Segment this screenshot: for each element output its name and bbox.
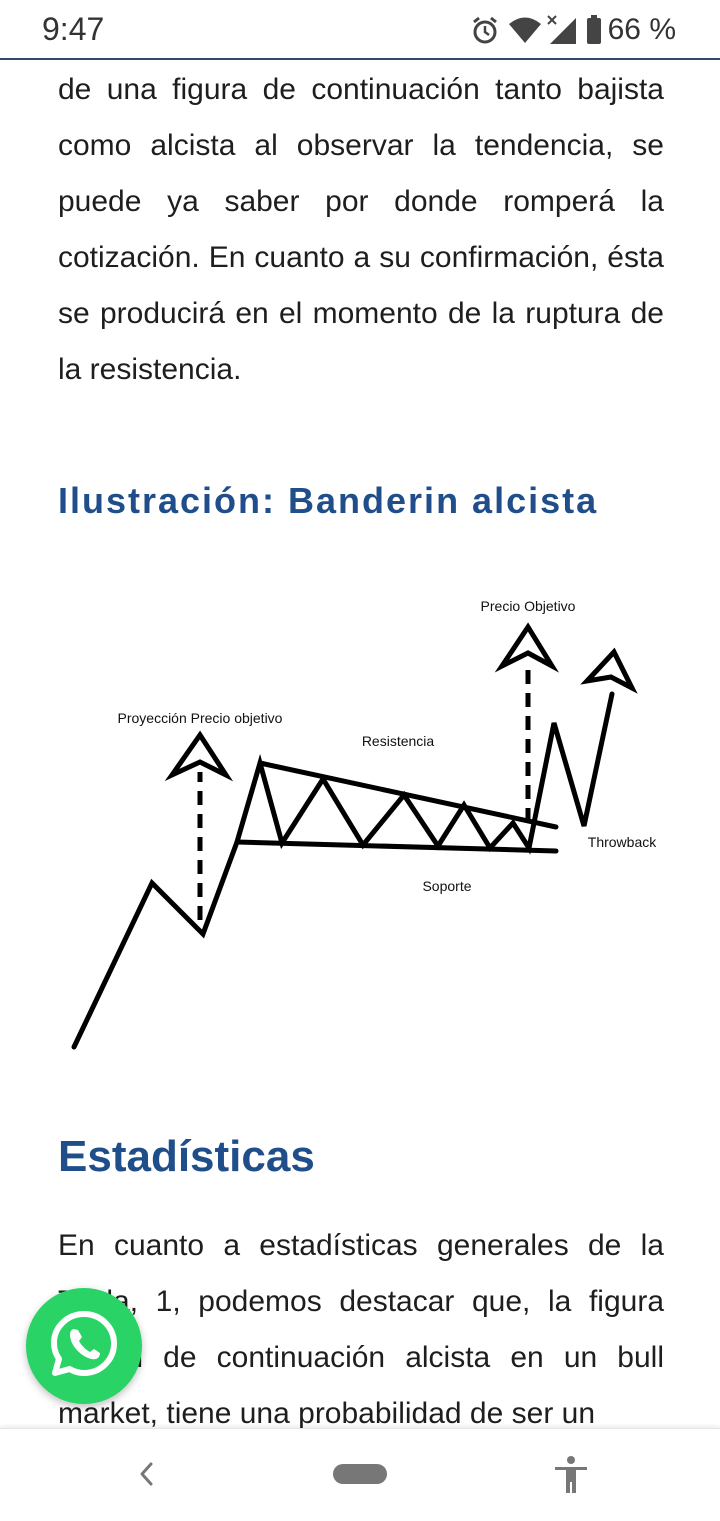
home-pill[interactable] [333,1464,387,1484]
projection-arrowhead [164,730,234,782]
figure-caption: Ilustración: Banderin alcista [58,480,599,521]
status-bar: 9:47 66 % [0,0,720,60]
label-throwback: Throwback [588,834,657,850]
navigation-bar [0,1428,720,1521]
price-line [71,691,615,1050]
whatsapp-icon [48,1308,120,1385]
whatsapp-button[interactable] [26,1288,142,1404]
back-icon[interactable] [132,1459,162,1494]
target-arrowhead [494,622,560,673]
label-support: Soporte [422,878,471,894]
battery-percent: 66 % [607,13,676,46]
label-projection: Proyección Precio objetivo [118,710,283,726]
resistance-line [257,760,559,830]
accessibility-icon[interactable] [552,1455,590,1500]
section-heading: Estadísticas [58,1132,315,1181]
article-paragraph: de una figura de continuación tanto baji… [58,73,664,386]
signal-icon [546,14,578,46]
status-icons: 66 % [470,12,676,48]
wifi-icon [508,15,542,45]
label-target-price: Precio Objetivo [481,598,576,614]
breakout-arrowhead [580,647,638,694]
pennant-diagram: Precio Objetivo Proyección Precio objeti… [71,598,657,1050]
pennant-figure: Precio Objetivo Proyección Precio objeti… [0,560,720,1080]
support-line [234,839,559,854]
status-time: 9:47 [42,11,105,47]
battery-icon [586,15,602,45]
article-paragraph-2: En cuanto a estadísticas generales de la… [58,1229,664,1430]
alarm-icon [470,15,500,45]
label-resistance: Resistencia [362,733,435,749]
